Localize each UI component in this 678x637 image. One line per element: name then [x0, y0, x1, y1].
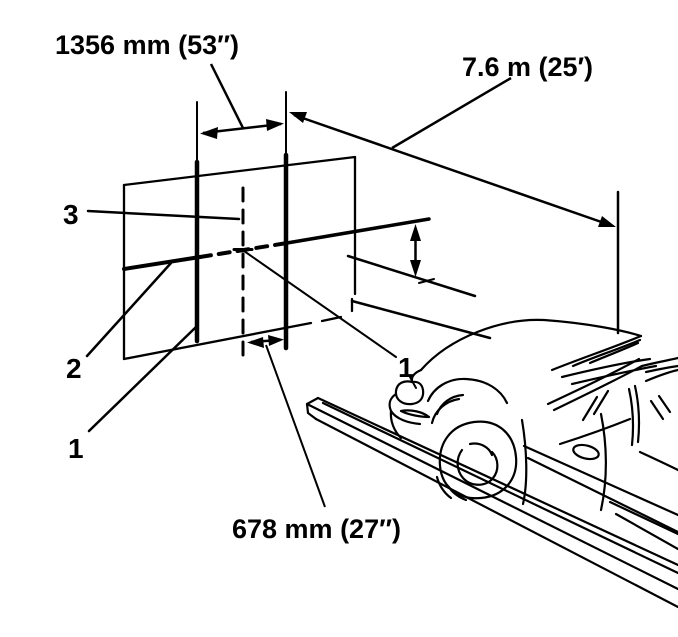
dim-76-shaft: [293, 113, 611, 227]
car-rocker-1: [608, 500, 678, 536]
rail-end-cap: [305, 396, 320, 421]
car-a-pillar-2: [552, 364, 644, 412]
dim-76-arrow-left-icon: [289, 112, 307, 123]
car-b-pillar-1: [627, 387, 635, 447]
car-door-front-edge: [520, 418, 528, 506]
screen-bottom-edge: [122, 321, 313, 361]
dim-678-arrow-right-icon: [268, 335, 284, 346]
dim-1356-arrow-right-icon: [266, 119, 284, 131]
callout-1-car: 1: [398, 352, 414, 383]
construction-lines: [243, 190, 620, 358]
car-arch-echo-1: [435, 393, 465, 416]
callout-3: 3: [63, 199, 79, 230]
car-bumper: [388, 392, 422, 426]
car-hood-front-edge: [410, 368, 423, 384]
horizontal-aim-line-right: [282, 217, 431, 246]
car: [388, 318, 678, 551]
car-headlamp: [394, 380, 425, 406]
callout-1-left-leader: [87, 325, 198, 433]
car-rocker-2: [614, 512, 678, 551]
dim-1356-leader: [209, 63, 245, 129]
dimension-7-6m: [289, 76, 616, 227]
dim-678-arrow-left-icon: [247, 337, 264, 348]
car-door-rear-edge: [599, 412, 607, 512]
car-roof-rail-2: [644, 364, 678, 374]
car-hood-under-2: [571, 338, 642, 368]
car-wheel-inner: [456, 448, 499, 486]
height-arrow-base-tick: [418, 278, 435, 284]
rail-line-3: [305, 402, 678, 591]
car-arch-echo-2: [430, 397, 461, 425]
rail-line-4: [314, 417, 678, 609]
screen-bottom-edge-dash: [320, 315, 343, 323]
car-body-side-2: [526, 456, 678, 534]
rail-line-1: [316, 396, 678, 567]
car-tire-shade-2: [435, 475, 453, 500]
horizontal-aim-line-dashed: [198, 241, 286, 259]
height-arrow-head-up-icon: [410, 224, 421, 241]
car-roof-rail-1: [640, 356, 678, 368]
dimension-1356: [200, 63, 284, 139]
dimension-label-half-width: 678 mm (27″): [232, 514, 401, 544]
car-window-hatch-2: [592, 389, 610, 416]
dimension-label-screen-width: 1356 mm (53″): [55, 30, 239, 60]
callout-3-leader: [86, 209, 241, 221]
beam-center-line: [243, 250, 397, 358]
car-fender-arch: [426, 377, 509, 405]
callout-2-leader: [85, 261, 173, 358]
car-window-sill: [558, 417, 632, 446]
height-dimension-arrow: [410, 224, 421, 277]
screen-top-edge: [122, 155, 357, 187]
car-rear-bottom-line: [638, 450, 678, 472]
dim-76-leader: [391, 76, 512, 150]
dimension-label-distance: 7.6 m (25′): [462, 52, 593, 82]
dim-1356-arrow-left-icon: [200, 127, 218, 139]
car-door-handle: [572, 443, 600, 461]
height-arrow-head-down-icon: [410, 260, 421, 277]
car-hood-outer: [419, 318, 643, 372]
car-grille-slot: [399, 409, 431, 419]
dim-76-arrow-right-icon: [598, 216, 616, 227]
car-hood-under-1: [550, 334, 643, 372]
car-window-hatch-4: [657, 394, 672, 414]
callout-leaders: [85, 209, 417, 433]
lower-reference-line: [350, 299, 492, 340]
dimension-678: [247, 335, 326, 508]
car-a-pillar-1: [546, 357, 641, 406]
lamp-height-line: [346, 254, 477, 298]
car-body-side-1: [522, 444, 678, 517]
car-window-hatch-1: [581, 395, 599, 422]
rail-line-2: [321, 401, 678, 575]
car-window-hatch-3: [649, 399, 665, 421]
car-cowl-2: [570, 364, 658, 386]
aiming-screen: [122, 91, 431, 362]
horizontal-aim-line-left: [122, 255, 202, 271]
car-b-pillar-2: [633, 384, 641, 444]
car-wheel-swirl: [468, 442, 494, 457]
callout-1-left: 1: [68, 433, 84, 464]
car-quarter-line: [644, 368, 678, 383]
callout-2: 2: [66, 353, 82, 384]
dim-678-leader: [265, 344, 326, 508]
ground-rails: [305, 396, 678, 609]
car-hood-under-3: [588, 341, 640, 365]
car-cowl-1: [560, 357, 652, 379]
